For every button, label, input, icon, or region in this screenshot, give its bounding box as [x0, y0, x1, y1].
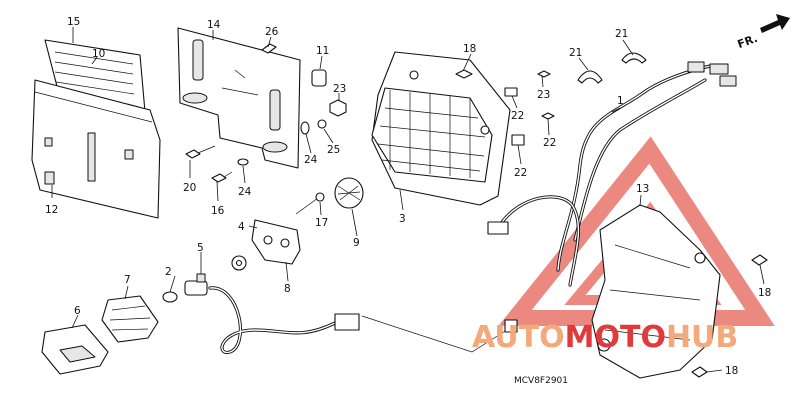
diagram-code: MCV8F2901 — [514, 376, 568, 386]
cover — [591, 204, 721, 379]
callout-3: 3 — [399, 213, 406, 225]
callout-10: 10 — [92, 48, 105, 60]
watermark-moto: MOTO — [565, 320, 666, 355]
watermark-text: AUTOMOTOHUB — [472, 320, 738, 355]
callout-17: 17 — [315, 217, 328, 229]
watermark-auto: AUTO — [472, 320, 565, 355]
callout-20b: 21 — [615, 28, 628, 40]
screw-18-top — [455, 69, 473, 79]
connector-21-top — [504, 87, 518, 97]
license-light-housing — [31, 39, 161, 219]
screw-18-right — [751, 254, 768, 266]
front-direction: FR. — [736, 14, 790, 51]
socket-assembly — [162, 273, 208, 303]
front-label: FR. — [736, 32, 760, 51]
watermark-hub: HUB — [666, 320, 738, 355]
callout-18a: 18 — [463, 43, 476, 55]
wire-harness — [487, 61, 737, 287]
screw-22-low — [541, 112, 555, 120]
hardware — [185, 43, 347, 215]
callout-4: 4 — [238, 221, 245, 233]
callout-18c: 18 — [725, 365, 738, 377]
callout-22a: 23 — [537, 89, 550, 101]
screw-22-top — [537, 70, 551, 78]
callout-23: 23 — [333, 83, 346, 95]
callout-6: 6 — [74, 305, 81, 317]
callout-16: 16 — [211, 205, 225, 217]
leader-lines — [51, 27, 765, 373]
callout-21b: 22 — [514, 167, 527, 179]
callout-11: 11 — [316, 45, 329, 57]
callout-labels: 15 10 12 14 26 11 23 25 24 20 16 24 17 9… — [45, 16, 771, 377]
callout-21a: 22 — [511, 110, 524, 122]
washer-4-hole — [235, 259, 243, 267]
callout-8: 8 — [284, 283, 291, 295]
callout-12: 12 — [45, 204, 58, 216]
mount-bracket — [251, 219, 301, 265]
callout-2: 2 — [165, 266, 172, 278]
callout-19: 20 — [183, 182, 196, 194]
marker-light — [41, 295, 159, 375]
front-arrow-icon — [760, 14, 790, 33]
callout-7: 7 — [124, 274, 131, 286]
callout-25: 25 — [327, 144, 340, 156]
callout-24b: 24 — [238, 186, 252, 198]
lower-wiring — [208, 286, 518, 354]
callout-1: 1 — [617, 95, 624, 107]
screw-18-lower — [691, 366, 708, 378]
wire-clamps — [577, 52, 647, 84]
callout-26: 26 — [265, 26, 279, 38]
callout-14: 14 — [207, 19, 221, 31]
callout-9: 9 — [353, 237, 360, 249]
callout-22b: 22 — [543, 137, 556, 149]
reflector — [334, 177, 364, 209]
callout-15: 15 — [67, 16, 80, 28]
rear-bracket — [177, 27, 301, 169]
tail-light — [371, 51, 511, 206]
callout-24a: 24 — [304, 154, 318, 166]
connector-21-low — [511, 134, 525, 146]
callout-20a: 21 — [569, 47, 582, 59]
callout-18b: 18 — [758, 287, 771, 299]
callout-5: 5 — [197, 242, 204, 254]
svg-text:AUTOMOTOHUB: AUTOMOTOHUB — [472, 320, 738, 355]
callout-13: 13 — [636, 183, 649, 195]
